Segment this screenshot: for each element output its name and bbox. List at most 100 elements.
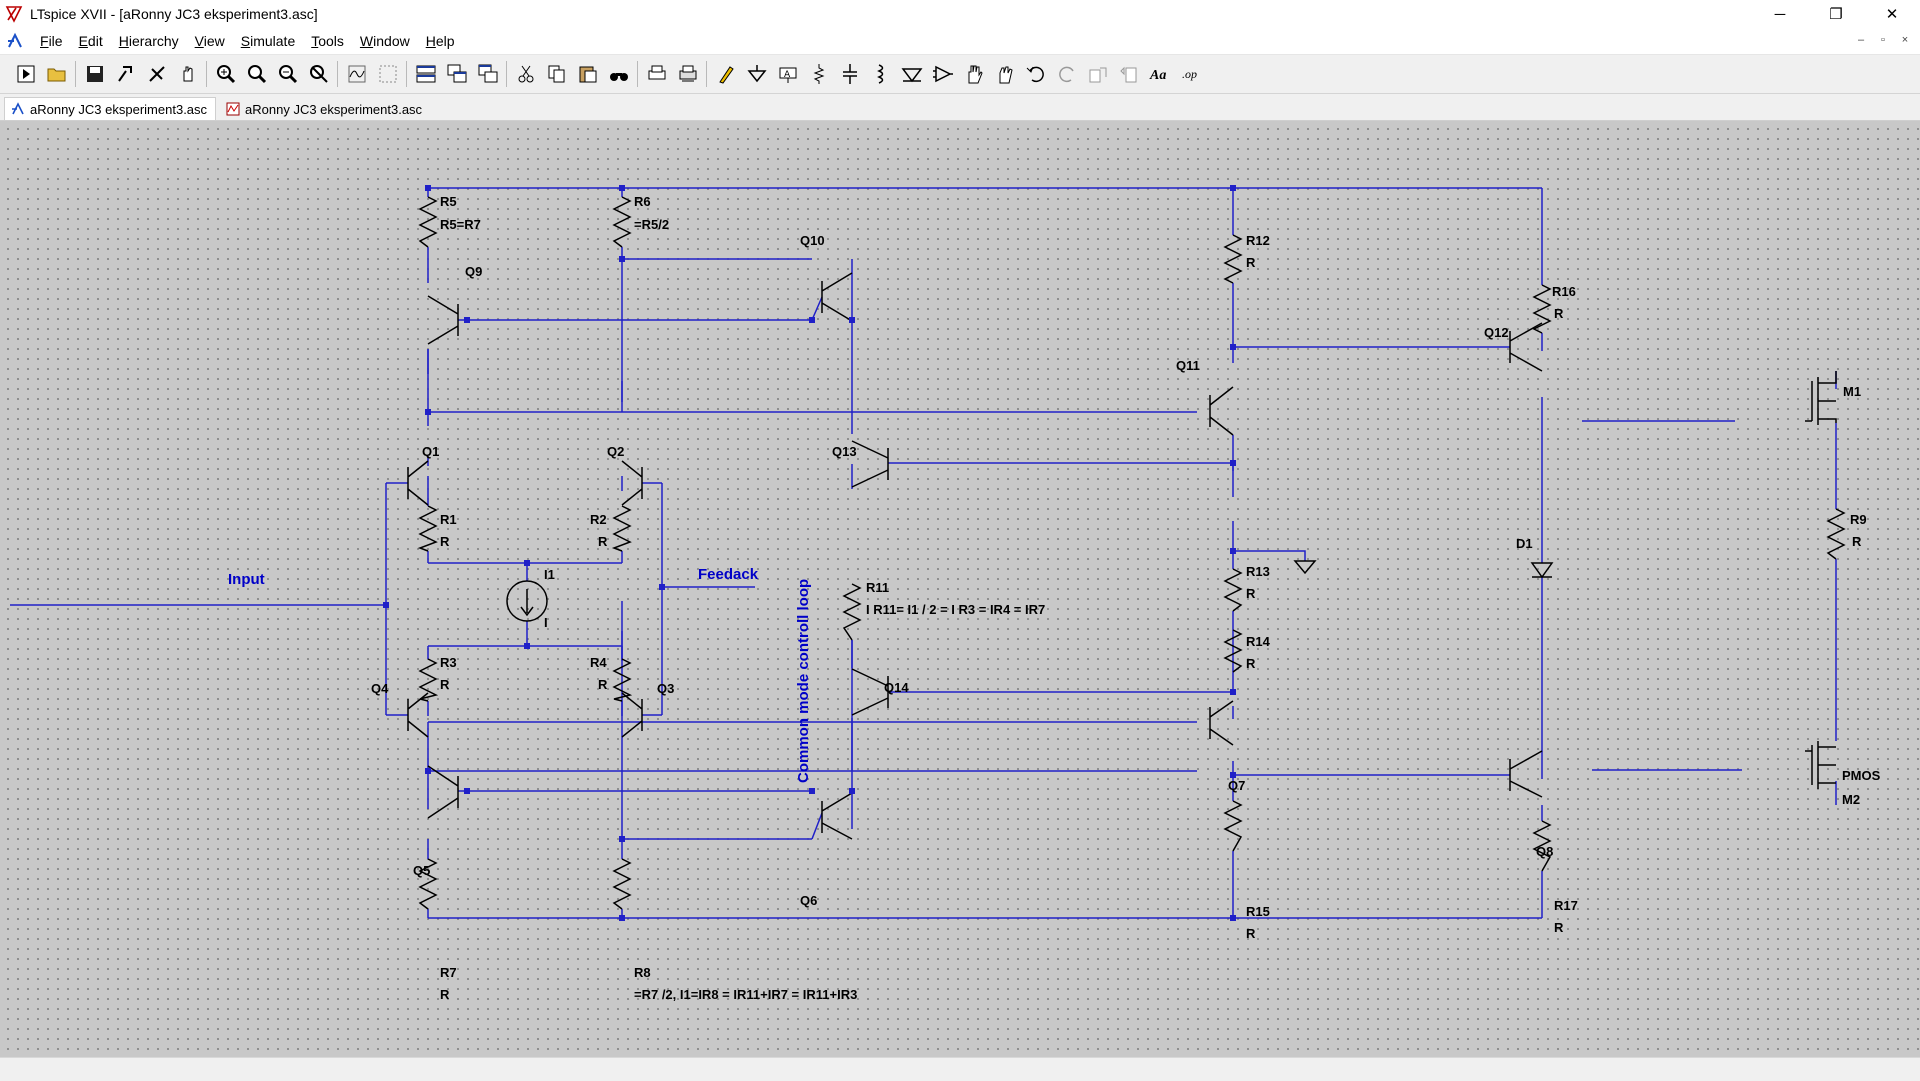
wire-icon[interactable] — [710, 59, 741, 89]
label-d1: D1 — [1516, 536, 1533, 551]
mirror-icon[interactable] — [1113, 59, 1144, 89]
schematic-canvas[interactable]: R5 R5=R7 R6 =R5/2 Q9 Q10 Q1 Q2 R1 R R2 R… — [0, 121, 1920, 1057]
label-q10: Q10 — [800, 233, 825, 248]
label-r11: R11 — [866, 580, 889, 595]
menu-help[interactable]: Help — [425, 33, 455, 49]
spice-directive-icon[interactable]: .op — [1175, 59, 1206, 89]
zoom-out-icon[interactable] — [241, 59, 272, 89]
label-q3: Q3 — [657, 681, 674, 696]
restore-button[interactable]: ❐ — [1829, 6, 1843, 23]
value-m2: PMOS — [1842, 768, 1881, 783]
cascade-icon[interactable] — [441, 59, 472, 89]
label-q4: Q4 — [371, 681, 389, 696]
label-r7: R7 — [440, 965, 457, 980]
label-i1: I1 — [544, 567, 555, 582]
menu-hierarchy[interactable]: Hierarchy — [118, 33, 179, 49]
label-q14: Q14 — [884, 680, 909, 695]
value-r12: R — [1246, 255, 1256, 270]
run-icon[interactable] — [10, 59, 41, 89]
move-icon[interactable] — [958, 59, 989, 89]
value-r4: R — [598, 677, 608, 692]
mdi-controls: – ▫ × — [1852, 32, 1914, 48]
menu-bar: File Edit Hierarchy View Simulate Tools … — [0, 28, 1920, 55]
resistor-icon[interactable] — [803, 59, 834, 89]
find-icon[interactable] — [603, 59, 634, 89]
label-q8: Q8 — [1536, 844, 1553, 859]
menu-file[interactable]: File — [40, 33, 63, 49]
value-r1: R — [440, 534, 450, 549]
net-label-input[interactable]: Input — [228, 571, 265, 588]
label-m1: M1 — [1843, 384, 1861, 399]
diode-icon[interactable] — [896, 59, 927, 89]
print-icon[interactable] — [641, 59, 672, 89]
text-icon[interactable]: Aa — [1144, 59, 1175, 89]
rotate-icon[interactable] — [1082, 59, 1113, 89]
redo-icon[interactable] — [1051, 59, 1082, 89]
label-r12: R12 — [1246, 233, 1270, 248]
zoom-fit-icon[interactable] — [303, 59, 334, 89]
menu-edit[interactable]: Edit — [78, 33, 103, 49]
value-i1: I — [544, 615, 548, 630]
mdi-close-button[interactable]: × — [1901, 34, 1909, 46]
mdi-minimize-button[interactable]: – — [1857, 34, 1865, 46]
inductor-icon[interactable] — [865, 59, 896, 89]
window-title: LTspice XVII - [aRonny JC3 eksperiment3.… — [30, 6, 318, 22]
zoom-area-icon[interactable] — [372, 59, 403, 89]
undo-icon[interactable] — [1020, 59, 1051, 89]
net-label-feedback[interactable]: Feedack — [698, 566, 759, 583]
copy-icon[interactable] — [541, 59, 572, 89]
ltspice-logo-icon — [5, 6, 23, 23]
value-r6: =R5/2 — [634, 217, 669, 232]
capacitor-icon[interactable] — [834, 59, 865, 89]
value-r9: R — [1852, 534, 1862, 549]
zoom-in-icon[interactable] — [210, 59, 241, 89]
zoom-back-icon[interactable] — [272, 59, 303, 89]
label-r17: R17 — [1554, 898, 1578, 913]
label-q1: Q1 — [422, 444, 439, 459]
label-r15: R15 — [1246, 904, 1270, 919]
label-r13: R13 — [1246, 564, 1270, 579]
drag-icon[interactable] — [989, 59, 1020, 89]
menu-tools[interactable]: Tools — [311, 33, 344, 49]
svg-text:.op: .op — [1182, 67, 1197, 81]
schematic-icon — [12, 102, 24, 115]
tab-waveform[interactable]: aRonny JC3 eksperiment3.asc — [220, 98, 430, 120]
menu-window[interactable]: Window — [359, 33, 410, 49]
schematic-drawing[interactable]: R5 R5=R7 R6 =R5/2 Q9 Q10 Q1 Q2 R1 R R2 R… — [0, 121, 1920, 1057]
control-panel-icon[interactable] — [110, 59, 141, 89]
document-icon — [8, 32, 22, 48]
save-icon[interactable] — [79, 59, 110, 89]
pan-icon[interactable] — [172, 59, 203, 89]
label-r4: R4 — [590, 655, 607, 670]
comment-common-mode[interactable]: Common mode controll loop — [795, 579, 812, 783]
halt-icon[interactable] — [141, 59, 172, 89]
value-r2: R — [598, 534, 608, 549]
waveform-icon — [226, 102, 240, 116]
svg-text:Aa: Aa — [1149, 68, 1166, 83]
minimize-button[interactable]: ─ — [1774, 5, 1786, 23]
close-button[interactable]: ✕ — [1885, 6, 1899, 23]
tab-schematic[interactable]: aRonny JC3 eksperiment3.asc — [4, 97, 217, 120]
print-preview-icon[interactable] — [672, 59, 703, 89]
menu-simulate[interactable]: Simulate — [240, 33, 296, 49]
open-icon[interactable] — [41, 59, 72, 89]
label-r2: R2 — [590, 512, 607, 527]
value-r7: R — [440, 987, 450, 1002]
value-r14: R — [1246, 656, 1256, 671]
ground-icon[interactable] — [741, 59, 772, 89]
menu-view[interactable]: View — [194, 33, 225, 49]
value-r16: R — [1554, 306, 1564, 321]
autorange-icon[interactable] — [341, 59, 372, 89]
label-net-icon[interactable]: A — [772, 59, 803, 89]
document-tabs: aRonny JC3 eksperiment3.asc aRonny JC3 e… — [0, 94, 1920, 121]
paste-icon[interactable] — [572, 59, 603, 89]
label-r14: R14 — [1246, 634, 1271, 649]
component-icon[interactable] — [927, 59, 958, 89]
cut-icon[interactable] — [510, 59, 541, 89]
value-r5: R5=R7 — [440, 217, 481, 232]
mdi-restore-button[interactable]: ▫ — [1881, 34, 1885, 46]
value-r11: I R11= I1 / 2 = I R3 = IR4 = IR7 — [866, 602, 1045, 617]
label-q9: Q9 — [465, 264, 482, 279]
tile-horizontal-icon[interactable] — [410, 59, 441, 89]
tile-vertical-icon[interactable] — [472, 59, 503, 89]
